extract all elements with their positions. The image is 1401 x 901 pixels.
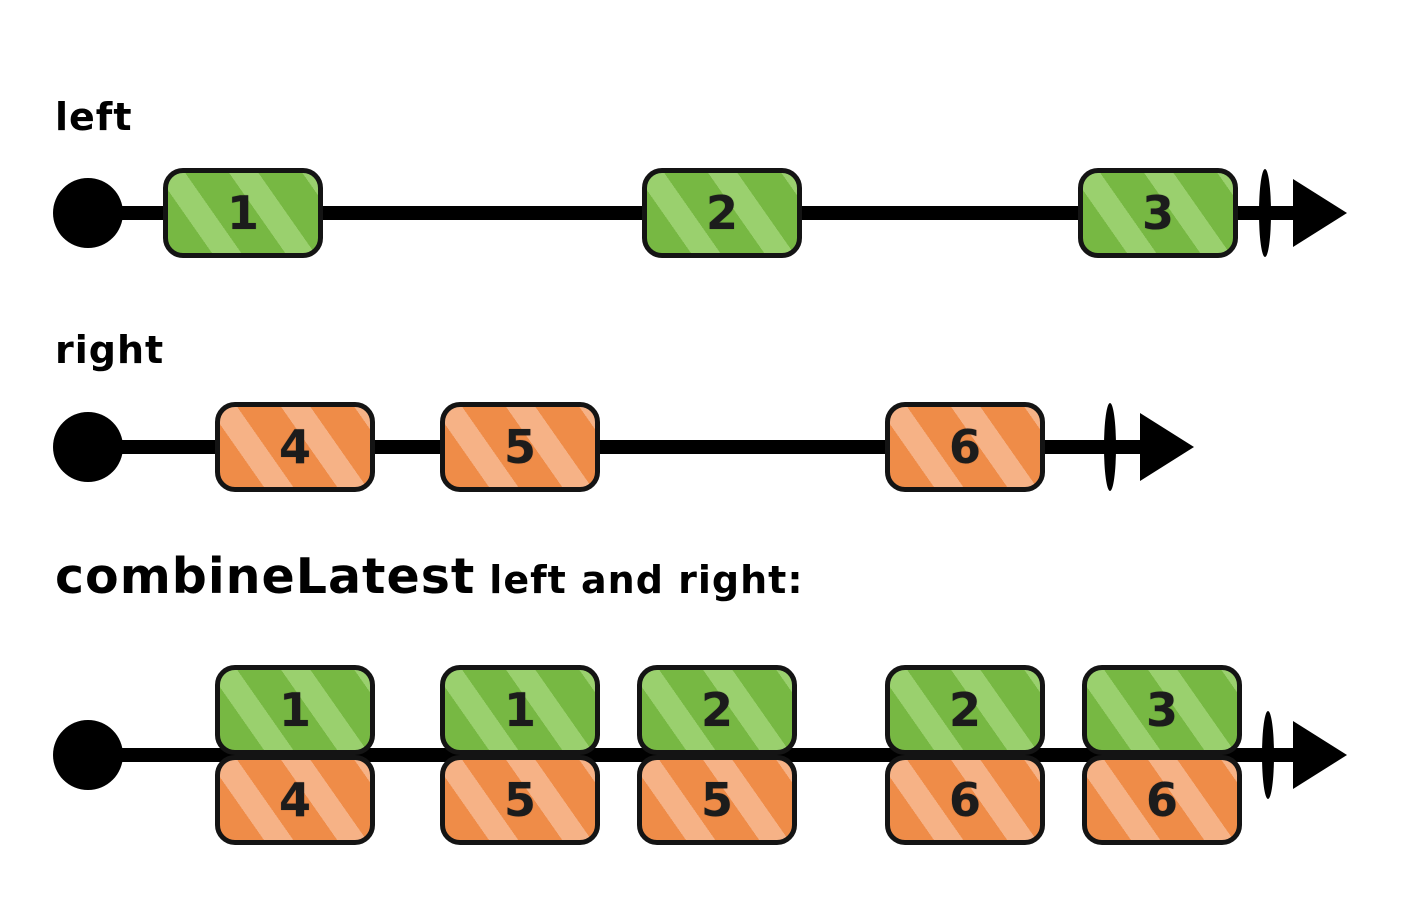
heading-rest: left and right: <box>489 558 804 602</box>
marble-value: 1 <box>503 683 536 737</box>
marble: 4 <box>215 755 375 845</box>
marble-value: 2 <box>700 683 733 737</box>
marble-value: 1 <box>226 186 259 240</box>
operator-name: combineLatest <box>55 548 476 605</box>
completion-tick <box>1262 711 1274 799</box>
marble-value: 3 <box>1141 186 1174 240</box>
marble: 1 <box>440 665 600 755</box>
marble: 6 <box>1082 755 1242 845</box>
marble-value: 4 <box>278 773 311 827</box>
timeline-start-dot <box>53 412 123 482</box>
stream-right-label: right <box>55 328 165 372</box>
timeline-start-dot <box>53 178 123 248</box>
marble: 1 <box>215 665 375 755</box>
timeline-start-dot <box>53 720 123 790</box>
marble: 1 <box>163 168 323 258</box>
marble-value: 6 <box>948 773 981 827</box>
marble: 2 <box>637 665 797 755</box>
marble: 3 <box>1082 665 1242 755</box>
marble: 3 <box>1078 168 1238 258</box>
combine-heading: combineLatest left and right: <box>55 548 804 605</box>
arrowhead-icon <box>1293 721 1347 789</box>
marble-value: 2 <box>948 683 981 737</box>
marble-value: 4 <box>278 420 311 474</box>
marble: 5 <box>637 755 797 845</box>
marble: 4 <box>215 402 375 492</box>
marble-value: 2 <box>705 186 738 240</box>
marble-value: 3 <box>1145 683 1178 737</box>
stream-left-label: left <box>55 95 133 139</box>
marble: 6 <box>885 755 1045 845</box>
arrowhead-icon <box>1293 179 1347 247</box>
arrowhead-icon <box>1140 413 1194 481</box>
marble-value: 1 <box>278 683 311 737</box>
marble: 2 <box>885 665 1045 755</box>
marble: 5 <box>440 755 600 845</box>
marble-value: 6 <box>948 420 981 474</box>
marble-value: 5 <box>503 420 536 474</box>
marble: 6 <box>885 402 1045 492</box>
marble-value: 5 <box>700 773 733 827</box>
marble-value: 6 <box>1145 773 1178 827</box>
marble: 2 <box>642 168 802 258</box>
marble: 5 <box>440 402 600 492</box>
completion-tick <box>1104 403 1116 491</box>
completion-tick <box>1259 169 1271 257</box>
marble-value: 5 <box>503 773 536 827</box>
